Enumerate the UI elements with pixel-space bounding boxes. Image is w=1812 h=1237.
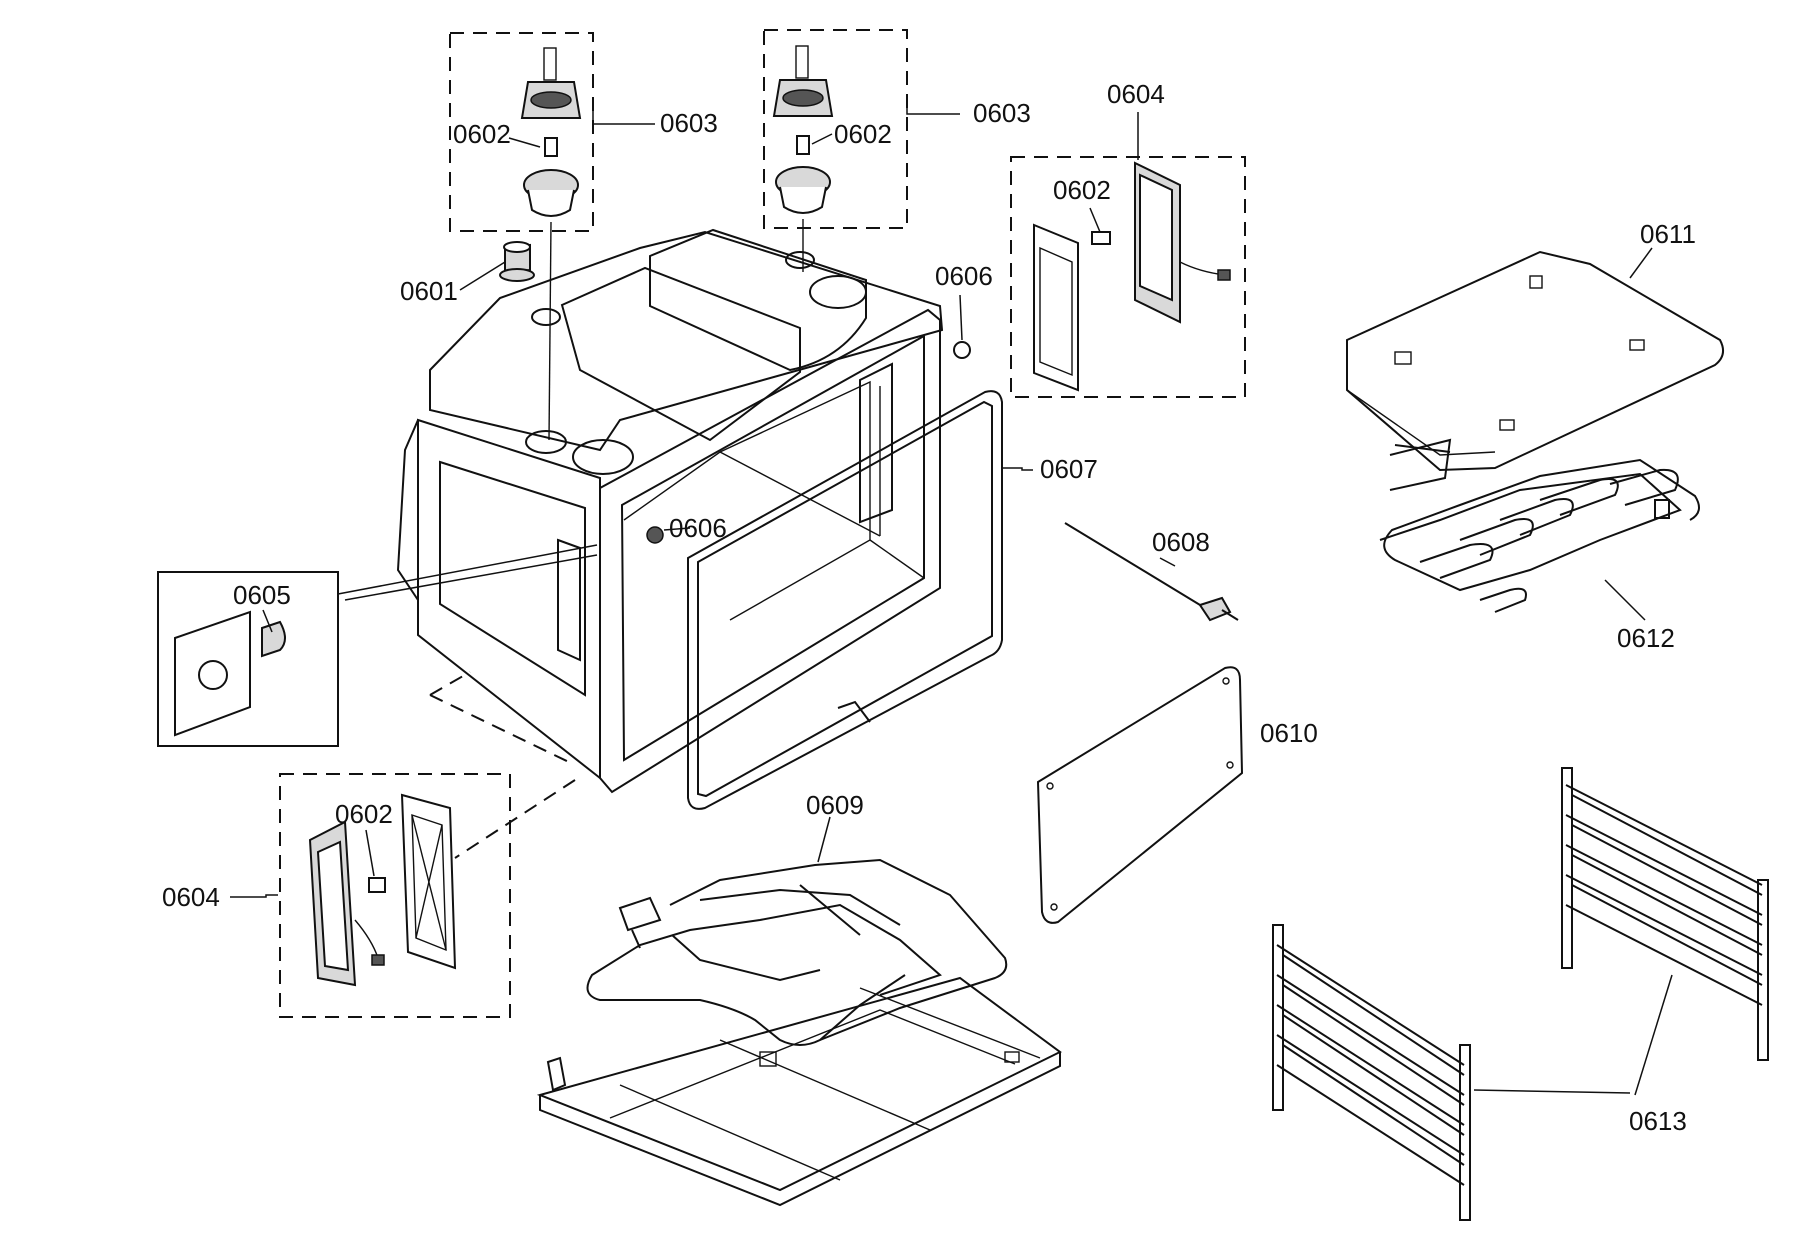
lamp-assembly-right: [763, 29, 908, 272]
label-0602-bottom-left: 0602: [335, 799, 393, 829]
top-plate-0611: [1346, 250, 1725, 472]
label-0604-top: 0604: [1107, 79, 1165, 109]
label-0611: 0611: [1640, 219, 1696, 249]
broil-element-0612: [1379, 438, 1700, 613]
label-0602-top-left: 0602: [453, 119, 511, 149]
side-lamp-assembly-right: [1010, 156, 1246, 398]
lamp-knob-0601: [499, 241, 535, 282]
label-0601: 0601: [400, 276, 458, 306]
label-0607: 0607: [1040, 454, 1098, 484]
panel-0610: [1036, 666, 1244, 924]
label-0610: 0610: [1260, 718, 1318, 748]
oven-cavity: [337, 228, 971, 859]
lamp-assembly-left: [449, 32, 594, 441]
label-0606-top: 0606: [935, 261, 993, 291]
door-gasket-0607: [687, 390, 1003, 810]
label-0604-bottom: 0604: [162, 882, 220, 912]
label-0602-right-box: 0602: [1053, 175, 1111, 205]
label-0603-left: 0603: [660, 108, 718, 138]
rack-right-0613: [1561, 767, 1769, 1061]
label-0608: 0608: [1152, 527, 1210, 557]
inset-box-0605: [157, 571, 339, 747]
bake-element-0609: [536, 858, 1062, 1207]
label-0609: 0609: [806, 790, 864, 820]
label-0603-right: 0603: [973, 98, 1031, 128]
temperature-sensor-0608: [1064, 522, 1239, 622]
rack-left-0613: [1272, 924, 1471, 1221]
label-0613: 0613: [1629, 1106, 1687, 1136]
label-0606-front: 0606: [669, 513, 727, 543]
side-lamp-assembly-left: [279, 773, 511, 1018]
label-0612: 0612: [1617, 623, 1675, 653]
label-0605: 0605: [233, 580, 291, 610]
label-0602-top-right: 0602: [834, 119, 892, 149]
leader-lines: [230, 100, 1673, 1096]
